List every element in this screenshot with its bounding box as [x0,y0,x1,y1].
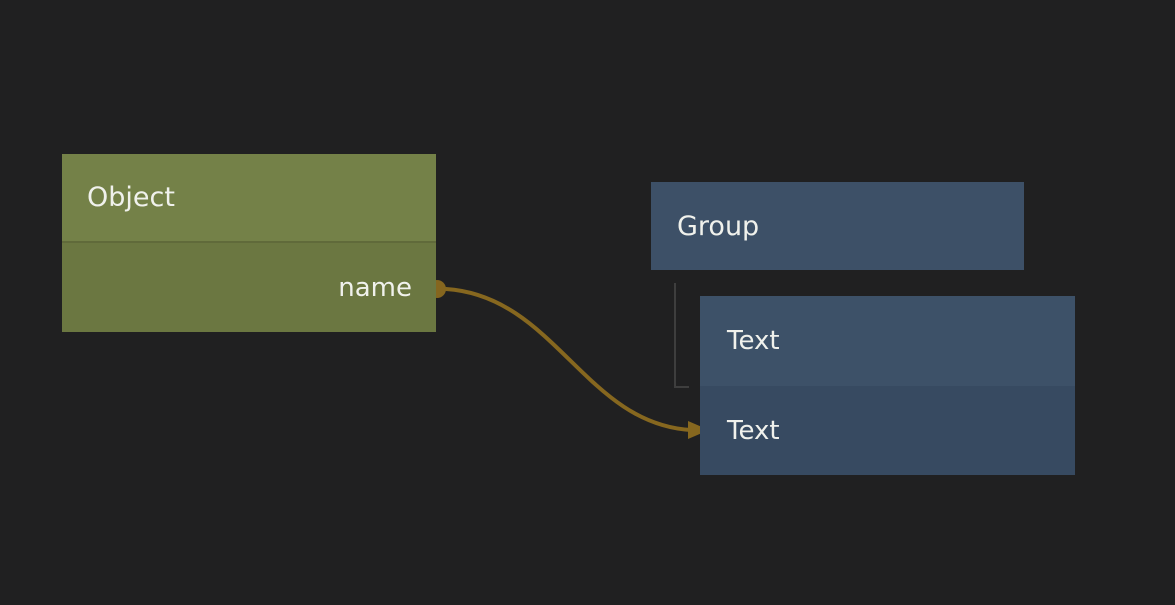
connection-curve[interactable] [444,287,693,432]
group-child-hierarchy-line [674,283,689,388]
object-node-header[interactable]: Object [62,154,436,241]
group-node-header[interactable]: Group [651,182,1024,270]
object-node[interactable]: Object name [62,154,436,332]
text-child-node[interactable]: Text Text [700,296,1075,475]
text-row-2-label: Text [727,415,780,446]
group-node-title: Group [677,210,760,242]
group-node[interactable]: Group [651,182,1024,270]
text-node-row-2[interactable]: Text [700,386,1075,475]
object-node-title: Object [87,182,175,213]
text-row-1-label: Text [727,326,780,356]
object-name-field-row[interactable]: name [62,241,436,332]
name-field-label: name [338,272,412,303]
text-node-row-1[interactable]: Text [700,296,1075,386]
